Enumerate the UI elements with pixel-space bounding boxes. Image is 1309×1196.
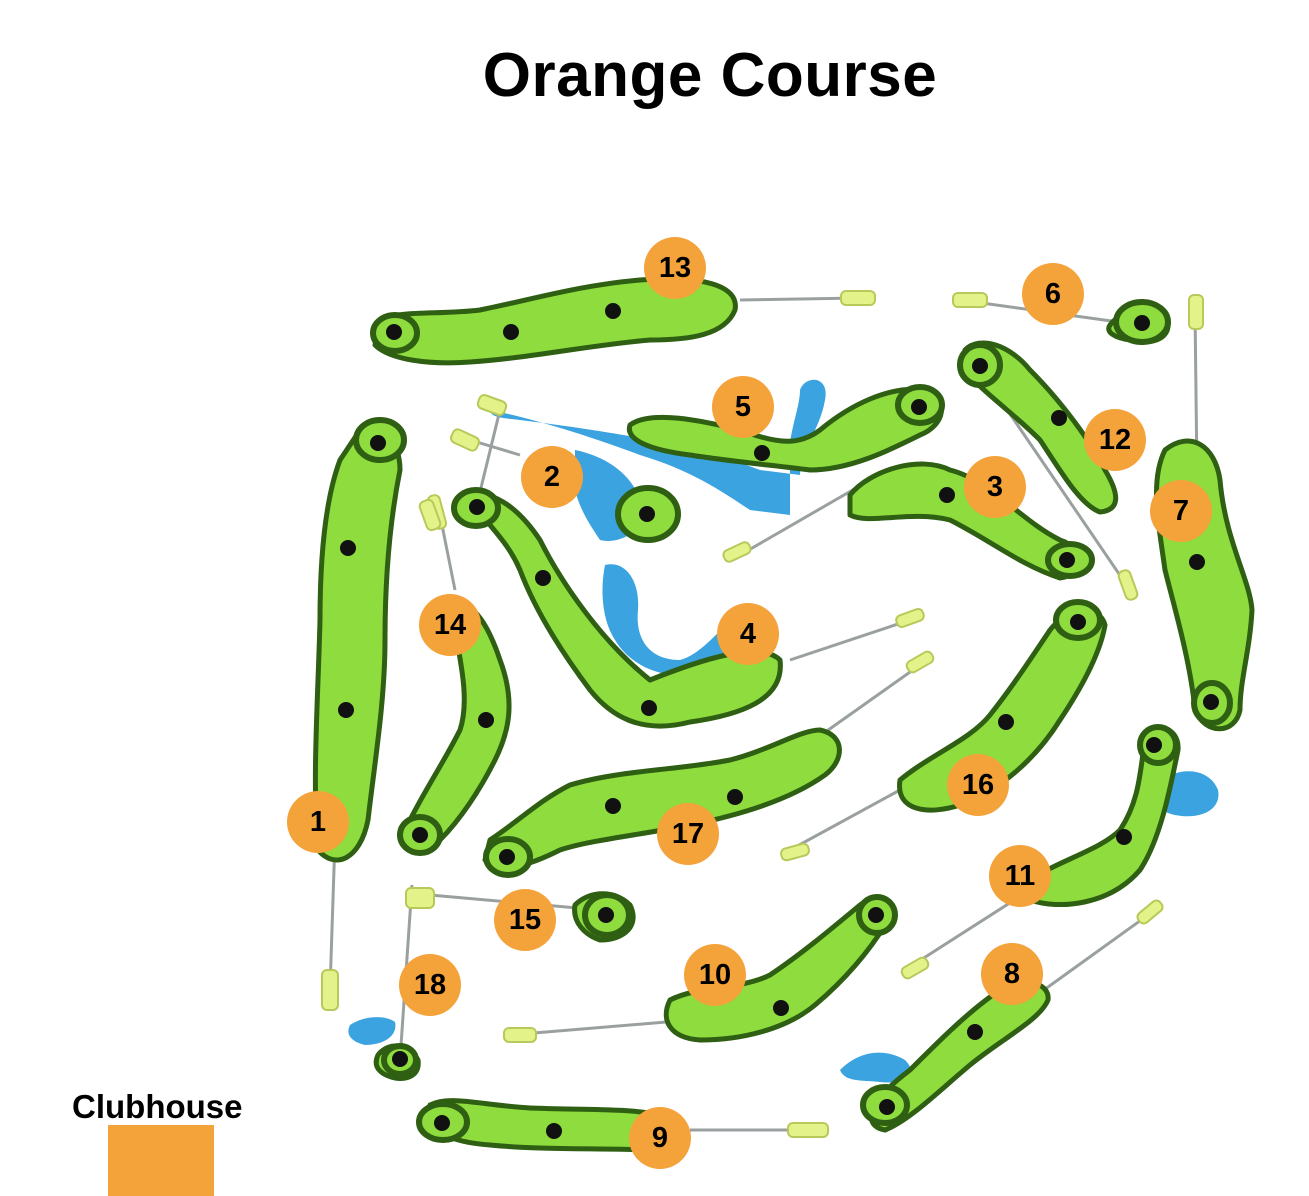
pin-dot	[370, 435, 386, 451]
pin-dot	[911, 399, 927, 415]
hole-marker-4: 4	[717, 603, 779, 665]
pin-dot	[639, 506, 655, 522]
pins	[338, 303, 1219, 1139]
hole-marker-13: 13	[644, 237, 706, 299]
yardage-line	[509, 1018, 691, 1037]
yardage-line	[739, 478, 871, 557]
fairway	[467, 491, 783, 729]
yardage-line	[476, 409, 502, 501]
pin-dot	[998, 714, 1014, 730]
pin-dot	[605, 798, 621, 814]
pin-dot	[967, 1024, 983, 1040]
hole-marker-15: 15	[494, 889, 556, 951]
hole-marker-5: 5	[712, 376, 774, 438]
tee-box	[780, 842, 810, 862]
pin-dot	[1203, 694, 1219, 710]
pin-dot	[1116, 829, 1132, 845]
fairway	[962, 340, 1119, 515]
hole-marker-2: 2	[521, 446, 583, 508]
pin-dot	[1070, 614, 1086, 630]
pin-dot	[546, 1123, 562, 1139]
pin-dot	[499, 849, 515, 865]
pin-dot	[392, 1051, 408, 1067]
hole-marker-16: 16	[947, 754, 1009, 816]
tee-boxes	[321, 290, 1204, 1138]
hole-marker-18: 18	[399, 954, 461, 1016]
pin-dot	[605, 303, 621, 319]
pin-dot	[469, 499, 485, 515]
water-hazard	[840, 1052, 911, 1083]
pin-dot	[535, 570, 551, 586]
pin-dot	[754, 445, 770, 461]
fairway	[482, 727, 842, 870]
pin-dot	[338, 702, 354, 718]
pin-dot	[727, 789, 743, 805]
tee-box	[1117, 569, 1139, 601]
pin-dot	[1146, 737, 1162, 753]
pin-dot	[773, 1000, 789, 1016]
tee-box	[1136, 899, 1164, 925]
pin-dot	[879, 1099, 895, 1115]
fairway	[312, 426, 403, 863]
pin-dot	[1051, 410, 1067, 426]
tee-box	[405, 887, 435, 909]
tee-box	[503, 1027, 537, 1043]
hole-marker-10: 10	[684, 944, 746, 1006]
water-hazard	[348, 1017, 396, 1045]
hole-marker-9: 9	[629, 1107, 691, 1169]
tee-box	[905, 650, 935, 674]
tee-box	[787, 1122, 829, 1138]
yardage-line	[789, 618, 911, 662]
tee-box	[722, 541, 752, 563]
hole-marker-17: 17	[657, 803, 719, 865]
clubhouse-swatch	[108, 1125, 214, 1196]
pin-dot	[434, 1115, 450, 1131]
yardage-line	[1029, 908, 1156, 1002]
pin-dot	[478, 712, 494, 728]
hole-marker-8: 8	[981, 943, 1043, 1005]
pin-dot	[1059, 552, 1075, 568]
fairway	[372, 276, 738, 366]
tee-box	[321, 969, 339, 1011]
map-title: Orange Course	[482, 41, 938, 110]
pin-dot	[972, 358, 988, 374]
tee-box	[952, 292, 988, 308]
pin-dot	[939, 487, 955, 503]
hole-marker-12: 12	[1084, 409, 1146, 471]
tee-box	[900, 956, 930, 980]
hole-marker-3: 3	[964, 456, 1026, 518]
pin-dot	[386, 324, 402, 340]
tee-box	[476, 394, 508, 416]
fairway	[868, 980, 1051, 1133]
tee-box	[840, 290, 876, 306]
pin-dot	[1189, 554, 1205, 570]
pin-dot	[503, 324, 519, 340]
hole-marker-11: 11	[989, 845, 1051, 907]
tee-box	[449, 428, 481, 452]
tee-box	[895, 607, 925, 629]
clubhouse-label: Clubhouse	[72, 1088, 243, 1125]
pin-dot	[412, 827, 428, 843]
tee-box	[418, 498, 442, 532]
pin-dot	[868, 907, 884, 923]
yardage-line	[789, 788, 901, 852]
hole-marker-6: 6	[1022, 263, 1084, 325]
hole-marker-1: 1	[287, 791, 349, 853]
pin-dot	[641, 700, 657, 716]
tee-box	[1188, 294, 1204, 330]
hole-marker-14: 14	[419, 594, 481, 656]
pin-dot	[340, 540, 356, 556]
hole-marker-7: 7	[1150, 480, 1212, 542]
pin-dot	[598, 907, 614, 923]
pin-dot	[1134, 315, 1150, 331]
